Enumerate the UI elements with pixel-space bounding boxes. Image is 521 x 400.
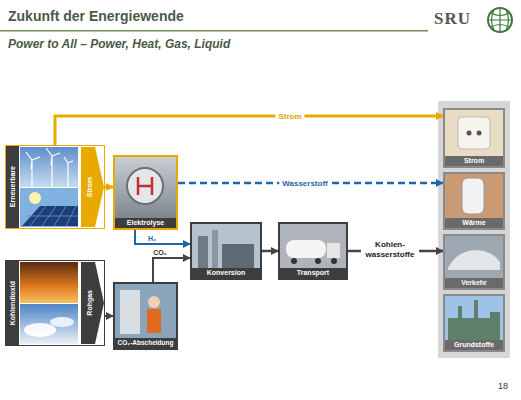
process-box: Elektrolyse <box>113 155 178 230</box>
band-strip <box>5 145 19 229</box>
hydrogen-symbol <box>138 177 152 195</box>
supply-chevron <box>81 262 104 344</box>
source-band: Erneuerbare Strom <box>5 145 105 229</box>
use-tile: Strom <box>443 108 505 168</box>
node-caption: Strom <box>445 156 503 166</box>
industry-photo <box>444 295 504 340</box>
gauge <box>127 168 163 204</box>
wind-turbines <box>26 148 73 187</box>
flow-arrow <box>55 116 443 145</box>
plant-part <box>198 236 208 269</box>
panel-grid <box>26 206 78 226</box>
node-caption: Transport <box>280 268 346 278</box>
socket-hole <box>477 131 482 136</box>
process-box: Konversion <box>190 222 262 280</box>
capture-photo <box>115 284 176 339</box>
supply-chevron <box>81 147 104 227</box>
use-tile: Verkehr <box>443 234 505 290</box>
slide-subtitle: Power to All – Power, Heat, Gas, Liquid <box>8 37 230 51</box>
truck-cab <box>327 243 340 258</box>
wind-photo <box>20 147 78 187</box>
worker <box>148 296 160 308</box>
sky-photo <box>20 304 78 344</box>
flow-arrow <box>105 315 113 317</box>
socket <box>458 117 490 149</box>
node-caption: Verkehr <box>445 278 503 288</box>
wheel <box>315 258 321 264</box>
node-caption: Grundstoffe <box>445 340 503 350</box>
band-label: Erneuerbare <box>6 146 19 228</box>
car <box>448 250 500 270</box>
use-tile: Grundstoffe <box>443 294 505 352</box>
node-text: Strom <box>86 177 93 197</box>
solar-photo <box>20 188 78 227</box>
cloud <box>24 323 56 337</box>
process-box: Transport <box>278 222 348 280</box>
logo-globe <box>488 8 512 32</box>
band-label: Kohlendioxid <box>6 261 19 345</box>
socket-photo <box>444 109 504 156</box>
flow-arrow <box>105 186 113 189</box>
edge-label: CO₂ <box>150 249 170 256</box>
wheel <box>291 258 297 264</box>
flow-arrow <box>135 230 190 244</box>
node-caption: Wärme <box>445 218 503 228</box>
node-text: Rohgas <box>86 290 93 316</box>
heat-photo <box>444 173 504 218</box>
electrolysis-photo <box>115 157 176 219</box>
logo-grid <box>488 8 512 32</box>
thermostat <box>462 178 484 214</box>
conversion-photo <box>192 224 260 269</box>
transport-photo <box>280 224 346 269</box>
tank-truck <box>286 240 326 258</box>
header-rule <box>0 30 428 32</box>
flow-arrow <box>153 258 190 282</box>
edge-label: Strom <box>275 112 304 121</box>
edge-label: H₂ <box>145 235 159 242</box>
cloud <box>50 317 74 327</box>
flow-arrow <box>262 250 278 253</box>
solar-panel <box>22 206 78 226</box>
factory <box>448 300 500 340</box>
process-box: CO₂-Abscheidung <box>113 282 178 350</box>
chevron-label: Rohgas <box>82 261 96 345</box>
band-strip <box>5 260 19 346</box>
mobility-photo <box>444 235 504 278</box>
source-band: Kohlendioxid Rohgas <box>5 260 105 346</box>
node-text: Kohlendioxid <box>9 281 16 325</box>
socket-hole <box>467 131 472 136</box>
node-text: Erneuerbare <box>9 166 16 207</box>
plant-part <box>212 230 218 269</box>
node-caption: Elektrolyse <box>115 218 176 228</box>
wheel <box>331 258 337 264</box>
plant-part <box>222 244 254 269</box>
plant-part <box>120 290 140 334</box>
page-number: 18 <box>498 381 508 391</box>
node-caption: Konversion <box>192 268 260 278</box>
output-panel <box>438 101 510 358</box>
logo-text: SRU <box>434 9 471 29</box>
sun <box>29 192 41 204</box>
worker <box>147 309 161 333</box>
node-caption: CO₂-Abscheidung <box>115 338 176 348</box>
fire-photo <box>20 262 78 303</box>
slide-title: Zukunft der Energiewende <box>8 8 184 24</box>
edge-label: Kohlen- wasserstoffe <box>361 240 419 260</box>
edge-label: Wasserstoff <box>279 179 331 188</box>
chevron-label: Strom <box>82 146 96 228</box>
use-tile: Wärme <box>443 172 505 230</box>
